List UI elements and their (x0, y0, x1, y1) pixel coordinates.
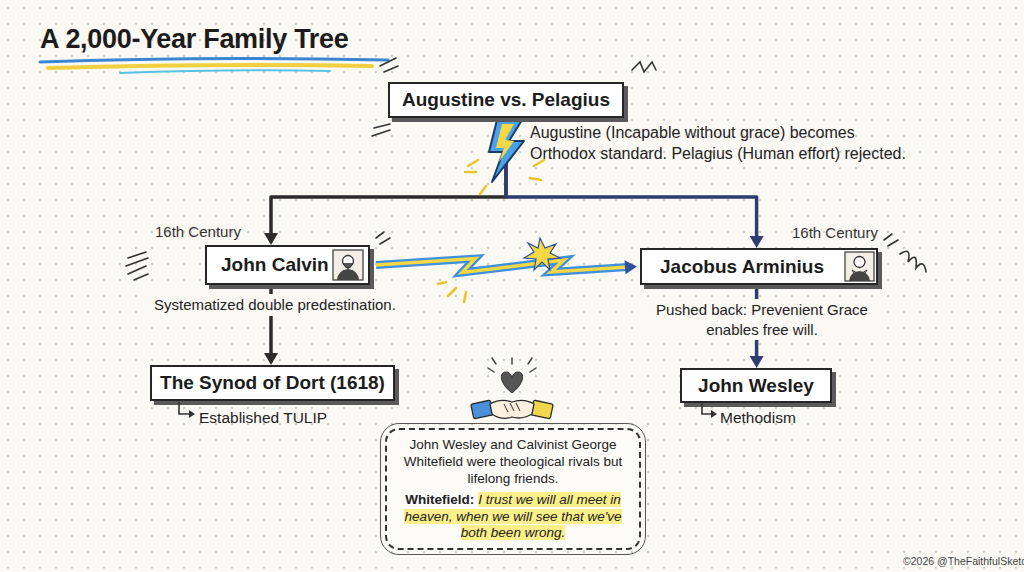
description: Augustine (Incapable without grace) beco… (530, 123, 915, 165)
tick-mark (884, 234, 898, 246)
arrow-head (264, 233, 278, 245)
portrait-frame (333, 250, 363, 280)
description: Systematized double predestination. (151, 294, 399, 316)
hands (490, 400, 534, 418)
scribble (380, 58, 398, 72)
note-box: John Wesley and Calvinist George Whitefi… (385, 428, 641, 550)
process-box: Augustine vs. PelagiusAugustine (Incapab… (388, 82, 624, 118)
bolt-connector-line (376, 259, 628, 273)
box-title: The Synod of Dort (1618) (160, 372, 385, 394)
text-line: John Wesley and Calvinist George Whitefi… (397, 437, 629, 488)
underline-stroke (48, 65, 372, 68)
title-underline (40, 58, 388, 73)
portrait-icon (845, 252, 874, 281)
box-title: Augustine vs. Pelagius (402, 89, 610, 111)
arrow-head (264, 353, 278, 365)
underline-stroke (120, 70, 330, 73)
era-heading: 16th Century (155, 223, 241, 240)
portrait-frame (845, 252, 874, 281)
portrait-collar (852, 270, 867, 276)
sleeve (531, 400, 554, 419)
heart (501, 372, 522, 393)
hook-head (711, 410, 717, 418)
arrow-head (750, 236, 764, 248)
description: Pushed back: Prevenient Grace enables fr… (639, 299, 885, 340)
process-box: John WesleyMethodism (680, 368, 832, 403)
hook-line (179, 402, 192, 414)
connector-line (271, 118, 506, 236)
portrait-beard (343, 263, 353, 269)
scribble (126, 252, 148, 280)
burst-star (524, 238, 560, 270)
handshake-icon (471, 358, 553, 419)
scribble (372, 124, 390, 136)
box-title: John Wesley (698, 375, 814, 397)
spark-lines (438, 282, 466, 302)
portrait-body (337, 269, 359, 280)
sub-note: Established TULIP (199, 409, 327, 427)
ray-lines (488, 358, 536, 372)
portrait-icon (333, 250, 363, 280)
portrait-head (343, 256, 354, 267)
spark-lines (465, 160, 544, 194)
box-title: John Calvin (221, 254, 329, 276)
box-title: Jacobus Arminius (660, 256, 824, 278)
tick-mark (376, 232, 390, 244)
arrow-head (750, 356, 764, 368)
connector (376, 259, 637, 275)
bolt-shape (489, 120, 524, 182)
finger-lines (504, 403, 520, 412)
process-box: 16th CenturyJohn CalvinSystematized doub… (205, 245, 370, 285)
hook-arrow (179, 402, 195, 418)
hook-line (702, 402, 714, 414)
scribble (632, 62, 656, 72)
underline-stroke (40, 58, 388, 62)
diagram-title: A 2,000-Year Family Tree (40, 24, 349, 55)
copyright-label: ©2026 @TheFaithfulSketches (903, 555, 1024, 567)
scribble (900, 251, 926, 272)
note-text: John Wesley and Calvinist George Whitefi… (404, 437, 622, 486)
text-line: Whitefield:I trust we will all meet in h… (397, 492, 629, 543)
arrow-head (625, 260, 637, 274)
sub-note: Methodism (720, 409, 796, 427)
process-box: 16th CenturyJacobus ArminiusPushed back:… (640, 248, 878, 285)
bolt-connector-core (376, 259, 628, 273)
hook-head (189, 410, 195, 418)
connector (264, 118, 506, 245)
hook-arrow (702, 402, 717, 418)
portrait-body (849, 271, 870, 281)
burst-mark (438, 238, 560, 302)
quote-speaker: Whitefield: (405, 492, 474, 507)
portrait-head (854, 257, 865, 268)
era-heading: 16th Century (792, 224, 878, 241)
bolt-highlight (496, 124, 514, 162)
process-box: The Synod of Dort (1618)Established TULI… (150, 365, 395, 401)
sleeve (471, 400, 494, 419)
